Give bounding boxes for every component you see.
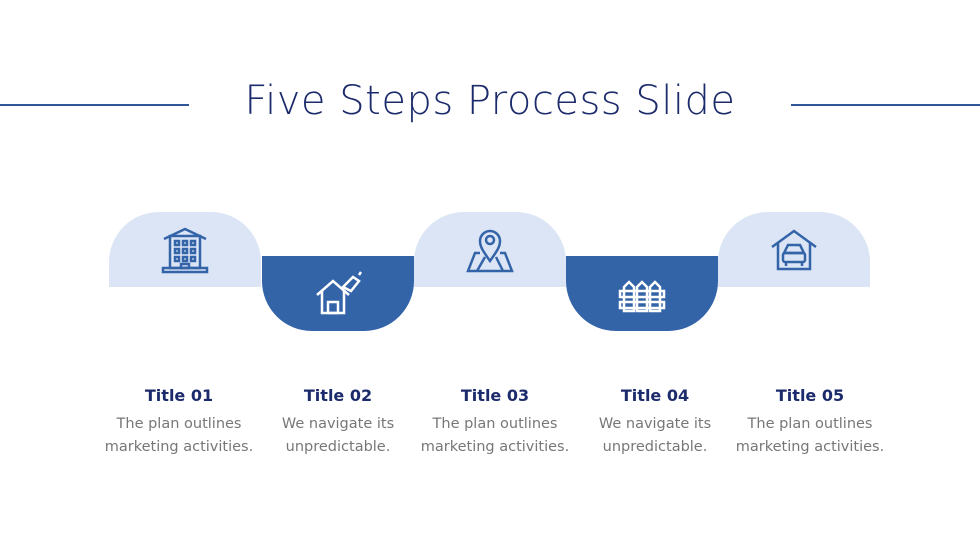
step-4-tile <box>566 256 718 331</box>
garage-car-icon <box>771 228 817 270</box>
step-description-line: The plan outlines <box>116 416 242 432</box>
step-2-text: Title 02 We navigate its unpredictable. <box>253 386 423 459</box>
step-description: We navigate its unpredictable. <box>253 413 423 459</box>
step-description-line: marketing activities. <box>735 439 885 455</box>
step-title: Title 04 <box>620 386 690 405</box>
fence-icon <box>618 279 666 312</box>
step-5-text: Title 05 The plan outlines marketing activ… <box>725 386 895 459</box>
step-1-text: Title 01 The plan outlines marketing activ… <box>94 386 264 459</box>
step-description: We navigate its unpredictable. <box>570 413 740 459</box>
step-3-tile <box>414 212 566 287</box>
step-description-line: marketing activities. <box>420 439 570 455</box>
step-2-tile <box>262 256 414 331</box>
step-3-text: Title 03 The plan outlines marketing activ… <box>410 386 580 459</box>
step-1-tile <box>109 212 261 287</box>
step-description-line: We navigate its <box>598 416 712 432</box>
apartment-building-icon <box>161 227 209 273</box>
map-pin-icon <box>466 229 514 272</box>
step-description: The plan outlines marketing activities. <box>725 413 895 459</box>
step-title: Title 01 <box>144 386 214 405</box>
step-5-tile <box>718 212 870 287</box>
step-4-text: Title 04 We navigate its unpredictable. <box>570 386 740 459</box>
step-title: Title 03 <box>460 386 530 405</box>
left-divider-line <box>0 104 189 106</box>
step-description-line: The plan outlines <box>747 416 873 432</box>
step-description-line: unpredictable. <box>285 439 391 455</box>
step-description-line: unpredictable. <box>602 439 708 455</box>
step-description: The plan outlines marketing activities. <box>410 413 580 459</box>
step-description-line: marketing activities. <box>104 439 254 455</box>
right-divider-line <box>791 104 980 106</box>
step-description-line: The plan outlines <box>432 416 558 432</box>
step-title: Title 02 <box>303 386 373 405</box>
step-description: The plan outlines marketing activities. <box>94 413 264 459</box>
step-description-line: We navigate its <box>281 416 395 432</box>
step-title: Title 05 <box>775 386 845 405</box>
house-price-tag-icon <box>316 270 363 314</box>
slide-title: Five Steps Process Slide <box>244 78 736 124</box>
